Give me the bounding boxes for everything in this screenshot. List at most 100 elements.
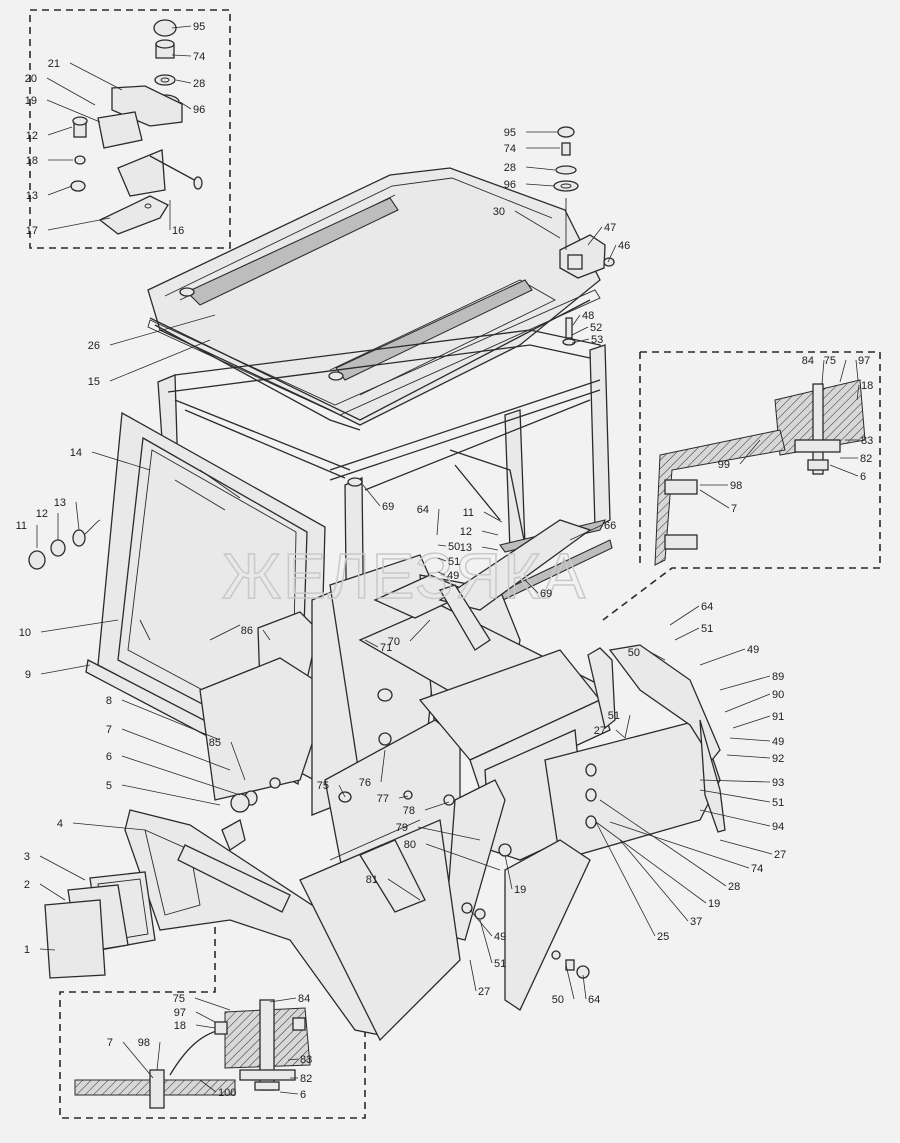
leader-line: [40, 619, 119, 633]
leader-line: [607, 244, 617, 263]
hinge-detail-box: [29, 9, 231, 249]
leader-line: [269, 997, 297, 1003]
callout-label: 84: [298, 993, 310, 1005]
leader-line: [39, 883, 66, 901]
callout-label: 47: [604, 222, 616, 234]
leader-line: [481, 546, 499, 551]
callout-label: 50: [552, 994, 564, 1006]
callout-label: 84: [802, 355, 814, 367]
callout-label: 5: [106, 780, 112, 792]
leader-line: [262, 629, 271, 641]
callout-label: 30: [493, 206, 505, 218]
callout-label: 19: [25, 95, 37, 107]
callout-label: 92: [772, 753, 784, 765]
callout-label: 21: [48, 58, 60, 70]
leader-line: [122, 1041, 154, 1079]
leader-line: [724, 693, 771, 713]
leader-line: [121, 755, 241, 796]
callout-label: 53: [591, 334, 603, 346]
callout-label: 49: [494, 931, 506, 943]
callout-label: 26: [88, 340, 100, 352]
leader-line: [571, 338, 590, 344]
watermark: ЖЕЛЕЗЯКА: [222, 540, 587, 612]
leader-line: [587, 226, 603, 246]
callout-label: 82: [860, 453, 872, 465]
leader-lines: [36, 25, 860, 1095]
callout-label: 27: [774, 849, 786, 861]
leader-line: [195, 1011, 216, 1023]
callout-label: 49: [447, 570, 459, 582]
leader-line: [569, 524, 603, 541]
callout-label: 93: [772, 777, 784, 789]
leader-line: [669, 605, 700, 626]
callout-label: 50: [448, 541, 460, 553]
callout-label: 28: [504, 162, 516, 174]
leader-line: [719, 839, 773, 855]
callout-label: 83: [861, 435, 873, 447]
leader-line: [380, 749, 386, 783]
callout-label: 100: [218, 1087, 236, 1099]
leader-line: [171, 54, 192, 57]
leader-line: [424, 801, 450, 811]
leader-line: [504, 854, 513, 890]
callout-label: 6: [860, 471, 866, 483]
callout-label: 51: [448, 556, 460, 568]
cab-floor: [124, 732, 461, 1042]
leader-line: [699, 779, 771, 783]
leader-line: [609, 821, 750, 869]
leader-line: [624, 714, 631, 739]
callout-label: 95: [504, 127, 516, 139]
leader-line: [699, 489, 730, 509]
callout-label: 7: [731, 503, 737, 515]
leader-line: [69, 62, 123, 91]
callout-label: 75: [317, 780, 329, 792]
callout-label: 11: [16, 520, 27, 532]
callout-label: 12: [26, 130, 38, 142]
callout-label: 97: [174, 1007, 186, 1019]
callout-label: 25: [657, 931, 669, 943]
callout-label: 99: [718, 459, 730, 471]
callout-label: 7: [107, 1037, 113, 1049]
leader-line: [615, 729, 626, 739]
leader-line: [39, 855, 86, 881]
leader-line: [230, 741, 246, 781]
callout-label: 28: [193, 78, 205, 90]
callout-label: 51: [772, 797, 784, 809]
callout-label: 75: [173, 993, 185, 1005]
callout-label: 70: [388, 636, 400, 648]
leader-line: [171, 25, 192, 29]
floor-mount-detail-box: [59, 915, 366, 1119]
leader-line: [437, 571, 446, 576]
leader-line: [649, 651, 666, 661]
leader-line: [362, 484, 381, 507]
callout-label: 18: [861, 380, 873, 392]
leader-line: [72, 822, 146, 831]
leader-line: [199, 1079, 217, 1093]
callout-label: 97: [858, 355, 870, 367]
callout-label: 18: [174, 1020, 186, 1032]
leader-line: [437, 544, 447, 547]
callout-label: 96: [504, 179, 516, 191]
leader-line: [121, 699, 221, 741]
callout-label: 66: [604, 520, 616, 532]
callout-label: 49: [772, 736, 784, 748]
callout-label: 27: [594, 725, 606, 737]
callout-label: 96: [193, 104, 205, 116]
leader-line: [469, 959, 477, 992]
callout-label: 81: [366, 874, 378, 886]
leader-line: [839, 359, 847, 383]
leader-line: [287, 1058, 299, 1061]
callout-label: 27: [478, 986, 490, 998]
callout-label: 94: [772, 821, 784, 833]
callout-label: 3: [24, 851, 30, 863]
callout-label: 4: [57, 818, 63, 830]
leader-line: [39, 948, 56, 951]
callout-label: 37: [690, 916, 702, 928]
callout-label: 69: [382, 501, 394, 513]
callout-label: 12: [460, 526, 472, 538]
callout-label: 13: [54, 497, 66, 509]
callout-label: 8: [106, 695, 112, 707]
leader-line: [726, 754, 771, 759]
callout-label: 13: [460, 542, 472, 554]
callout-label: 71: [380, 642, 392, 654]
